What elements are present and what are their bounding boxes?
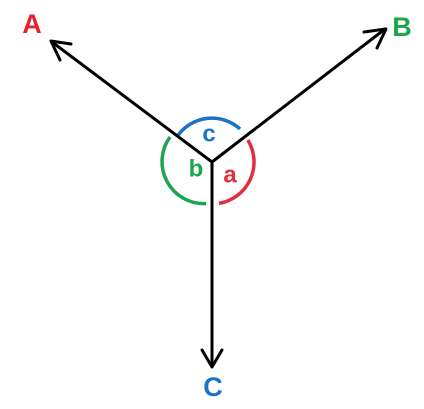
vector-a-label: A xyxy=(22,9,42,39)
angle-b-label: b xyxy=(189,155,204,182)
angle-b-arc xyxy=(160,135,207,206)
vector-b-line xyxy=(210,27,387,164)
vector-b-label: B xyxy=(392,12,412,42)
angle-c-arc xyxy=(176,116,242,137)
vector-c-arrowhead xyxy=(200,348,224,369)
angle-a-arc xyxy=(218,139,256,206)
vector-c-label: C xyxy=(203,372,223,402)
vector-b-arrowhead xyxy=(362,27,388,50)
vector-a-arrowhead xyxy=(49,39,73,62)
angle-c-label: c xyxy=(202,120,215,147)
vector-a-line xyxy=(50,40,214,164)
angle-a-label: a xyxy=(223,161,237,188)
